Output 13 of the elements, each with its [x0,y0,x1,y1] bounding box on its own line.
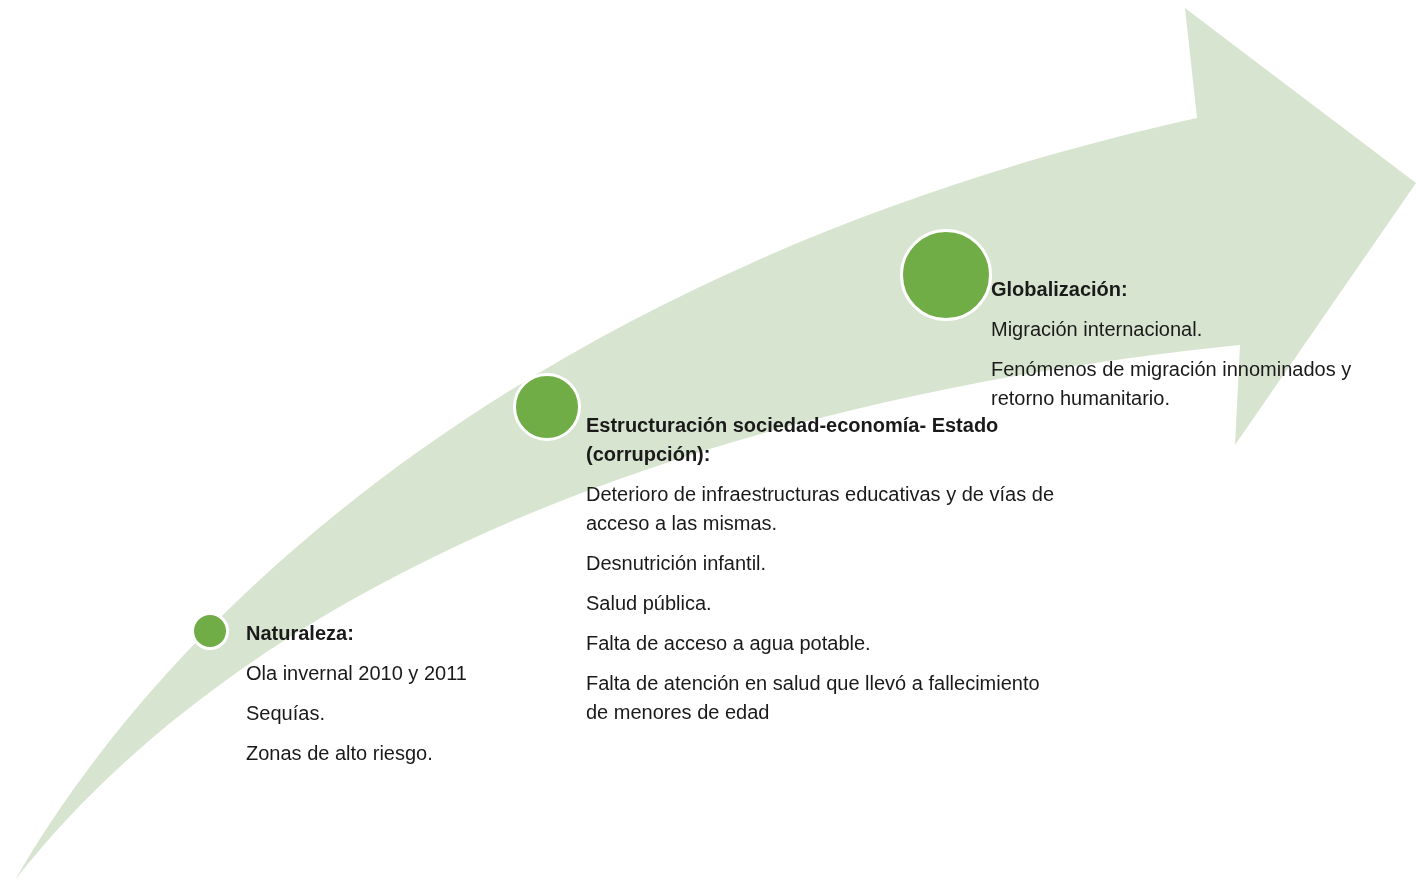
list-item: Migración internacional. [991,317,1204,342]
heading: Globalización: [991,277,1129,302]
list-item: Desnutrición infantil. [586,551,768,576]
list-item: Sequías. [246,701,326,726]
list-item: Zonas de alto riesgo. [246,741,434,766]
list-item: Falta de acceso a agua potable. [586,631,872,656]
list-item: Salud pública. [586,591,713,616]
list-item: Falta de atención en salud que llevó a fallecimiento de menores de edad [586,671,1041,725]
list-item: Ola invernal 2010 y 2011 [246,661,468,686]
heading: Estructuración sociedad-economía- Estado (corrupción): [586,413,1000,467]
heading: Naturaleza: [246,621,355,646]
list-item: Fenómenos de migración innominados y retorno humanitario. [991,357,1353,411]
list-item: Deterioro de infraestructuras educativas y de vías de acceso a las mismas. [586,482,1056,536]
